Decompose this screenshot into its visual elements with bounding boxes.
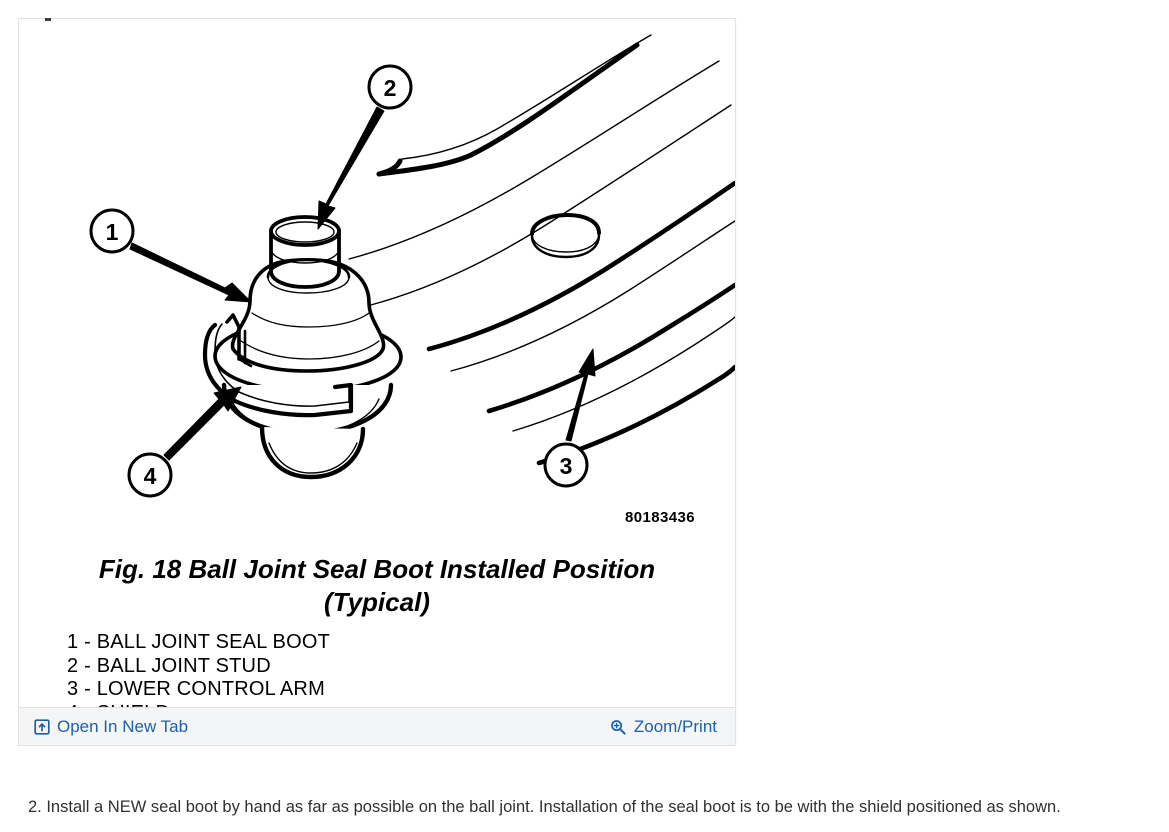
figure-panel: 1 2 3 4 80183436 Fig. 18 Ball Joint Seal… bbox=[18, 18, 736, 746]
callout-circle-1 bbox=[89, 208, 135, 254]
callout-number-2: 2 bbox=[384, 75, 397, 101]
callout-circle-3 bbox=[543, 442, 589, 488]
open-in-new-tab-icon bbox=[33, 718, 50, 735]
callout-number-4: 4 bbox=[144, 463, 157, 489]
zoom-print-link[interactable]: Zoom/Print bbox=[610, 717, 717, 737]
legend-item-3: 3 - LOWER CONTROL ARM bbox=[67, 678, 325, 700]
callout-number-1: 1 bbox=[106, 219, 119, 245]
figure-toolbar: Open In New Tab Zoom/Print bbox=[19, 707, 735, 745]
panel-edge-speck bbox=[45, 18, 51, 21]
figure-caption-line-1: Fig. 18 Ball Joint Seal Boot Installed P… bbox=[98, 554, 656, 584]
open-in-new-tab-link[interactable]: Open In New Tab bbox=[33, 717, 188, 737]
ball-joint-illustration-svg: 1 2 3 4 bbox=[89, 34, 735, 498]
zoom-print-label: Zoom/Print bbox=[633, 716, 717, 736]
instruction-paragraph: 2. Install a NEW seal boot by hand as fa… bbox=[28, 798, 1061, 816]
figure-caption-line-2: (Typical) bbox=[324, 587, 430, 617]
technical-illustration: 1 2 3 4 bbox=[19, 19, 735, 527]
figure-part-number: 80183436 bbox=[625, 509, 695, 526]
magnifier-plus-icon bbox=[610, 718, 627, 735]
callout-number-3: 3 bbox=[560, 453, 573, 479]
legend-item-2: 2 - BALL JOINT STUD bbox=[67, 654, 271, 677]
figure-caption: Fig. 18 Ball Joint Seal Boot Installed P… bbox=[19, 553, 735, 619]
legend-item-1: 1 - BALL JOINT SEAL BOOT bbox=[67, 631, 331, 653]
callout-circle-4 bbox=[127, 452, 173, 498]
callout-circle-2 bbox=[367, 64, 413, 110]
open-in-new-tab-label: Open In New Tab bbox=[57, 716, 189, 736]
